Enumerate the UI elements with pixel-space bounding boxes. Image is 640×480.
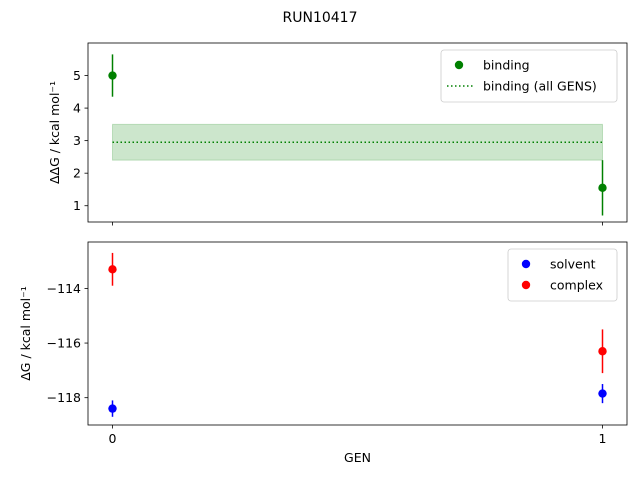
y-axis-label: ΔG / kcal mol⁻¹ [18,286,33,381]
complex-point [108,265,117,274]
legend-label: complex [550,278,603,293]
y-tick-label: −118 [47,390,81,405]
legend-marker [521,280,531,290]
y-tick-label: −116 [47,336,81,351]
axes-frame [87,42,628,223]
free-energy-axes: −118 −116 −114 0 1 ΔG / kcal mol⁻¹ GEN solvent c… [18,241,628,465]
y-tick-label: 4 [73,101,81,116]
x-axis-label: GEN [344,450,371,465]
y-tick-label: 3 [73,133,81,148]
y-tick-label: 2 [73,166,81,181]
binding-point [108,71,117,80]
legend-label: binding (all GENS) [483,79,597,94]
binding-point [598,183,607,193]
legend: solvent complex [507,248,618,302]
y-tick-label: 5 [73,68,81,83]
legend-label: solvent [550,257,596,272]
y-tick-label: 1 [73,198,81,213]
legend: binding binding (all GENS) [440,49,618,103]
complex-point [598,347,607,356]
x-tick-label: 1 [599,431,607,446]
legend-marker [521,259,531,269]
legend-box [507,248,618,302]
figure-title: RUN10417 [283,10,358,26]
x-tick-label: 0 [109,431,117,446]
legend-label: binding [483,58,530,73]
solvent-point [598,389,607,398]
solvent-point [108,404,117,413]
axes-frame [87,241,628,426]
legend-marker [454,60,464,70]
legend-box [440,49,618,103]
y-tick-label: −114 [47,281,81,296]
y-axis-label: ΔΔG / kcal mol⁻¹ [47,81,62,184]
